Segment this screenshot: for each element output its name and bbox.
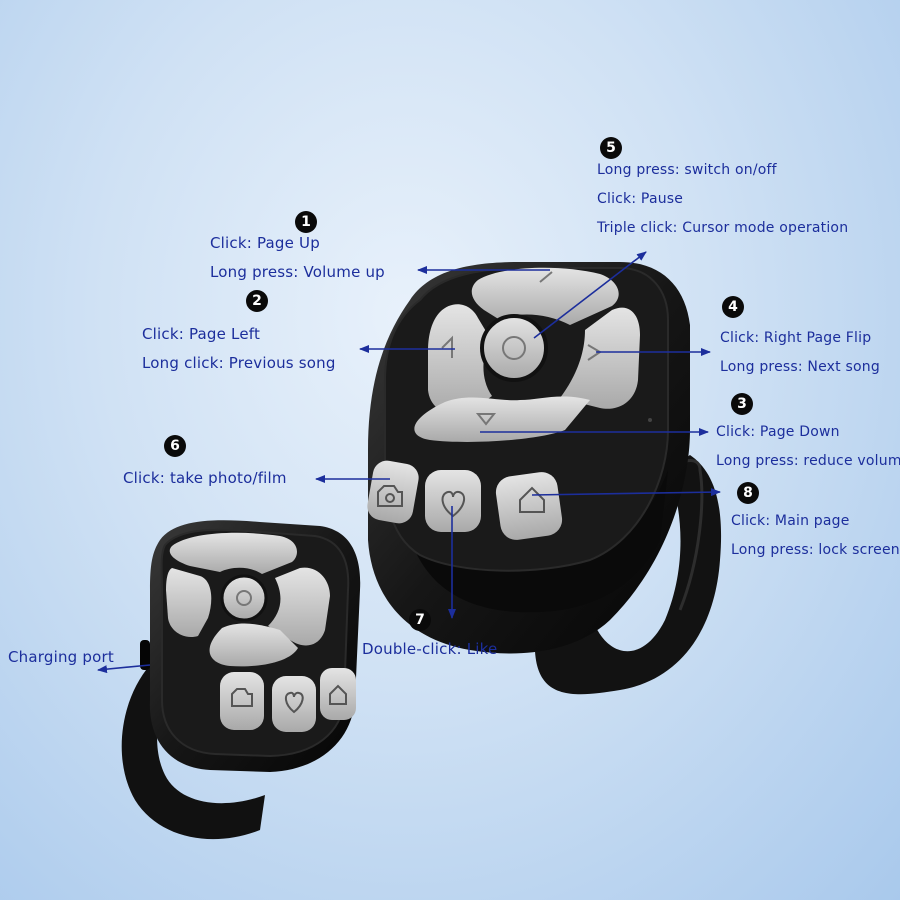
callout-number-5: 5 [600,137,622,159]
large-camera-button [367,460,419,524]
callout-5-line-2: Click: Pause [597,191,684,207]
large-center-button [480,314,548,382]
small-ring-device [121,520,361,840]
arrow-5 [533,251,647,339]
callout-5-line-3: Triple click: Cursor mode operation [597,220,849,236]
callout-5-line-1: Long press: switch on/off [597,162,777,178]
large-left-button [428,304,492,415]
callout-number-2: 2 [246,290,268,312]
charging-port-label: Charging port [8,648,114,666]
callout-4-line-2: Long press: Next song [720,359,880,375]
arrow-8 [531,488,721,497]
large-down-button [414,396,590,442]
callout-number-6: 6 [164,435,186,457]
callout-7-line-1: Double-click: Like [362,640,498,658]
large-heart-button [425,470,481,532]
callout-4-line-1: Click: Right Page Flip [720,330,872,346]
callout-2-line-1: Click: Page Left [142,325,261,343]
callout-number-8: 8 [737,482,759,504]
large-right-button [560,307,640,409]
callout-1-line-2: Long press: Volume up [210,263,385,281]
callout-arrows [97,251,721,674]
large-ring-device [367,262,722,695]
callout-2-line-2: Long click: Previous song [142,354,336,372]
callout-6-line-1: Click: take photo/film [123,469,287,487]
callout-8-line-1: Click: Main page [731,513,850,529]
callout-number-3: 3 [731,393,753,415]
callout-number-1: 1 [295,211,317,233]
callout-3-line-2: Long press: reduce volume [716,453,900,469]
callout-1-line-1: Click: Page Up [210,234,320,252]
large-home-button [495,472,563,540]
arrow-charging [97,664,151,674]
callout-3-line-1: Click: Page Down [716,424,840,440]
large-up-button [471,267,619,325]
callout-number-4: 4 [722,296,744,318]
callout-8-line-2: Long press: lock screen [731,542,900,558]
callout-number-7: 7 [409,609,431,631]
